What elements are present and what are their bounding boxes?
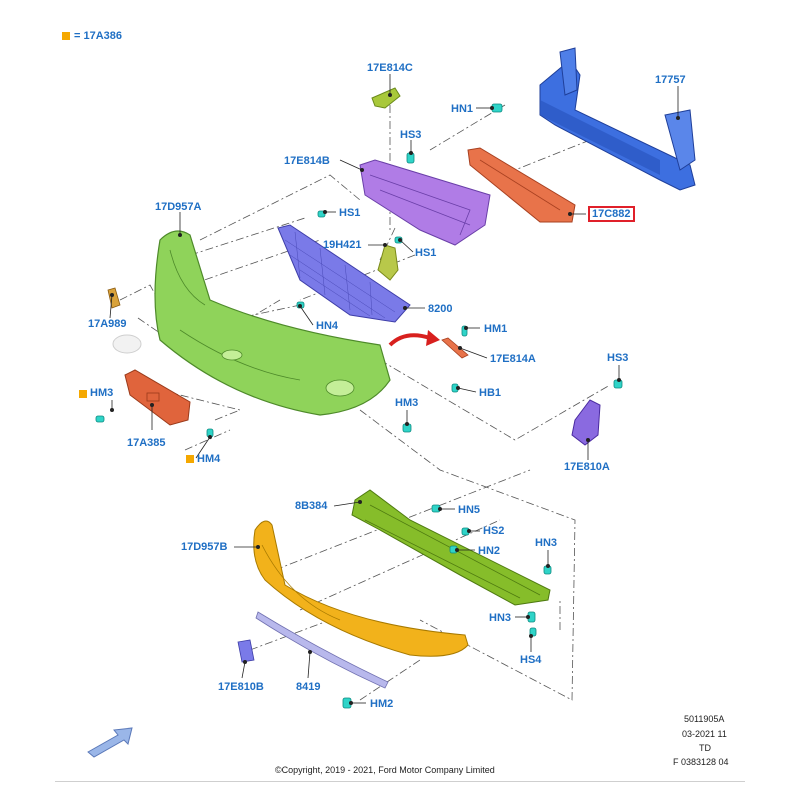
callout-17757[interactable]: 17757 bbox=[655, 74, 686, 86]
doc-meta-line3: TD bbox=[699, 743, 711, 753]
trim-strip-8419 bbox=[255, 611, 389, 689]
callout-HM1[interactable]: HM1 bbox=[484, 323, 508, 335]
red-direction-arrow-icon bbox=[388, 330, 440, 347]
bracket-17A385 bbox=[124, 369, 191, 426]
callout-17C882-highlighted[interactable]: 17C882 bbox=[588, 206, 635, 222]
legend-text: = 17A386 bbox=[74, 30, 123, 42]
callout-HS3-top[interactable]: HS3 bbox=[400, 129, 422, 141]
callout-17E810B[interactable]: 17E810B bbox=[218, 681, 264, 693]
legend-marker bbox=[62, 32, 70, 40]
callout-17D957A[interactable]: 17D957A bbox=[155, 201, 202, 213]
callout-HS4[interactable]: HS4 bbox=[520, 654, 542, 666]
callout-HM4[interactable]: HM4 bbox=[197, 453, 221, 465]
callout-HN4[interactable]: HN4 bbox=[316, 320, 339, 332]
callout-HM4-marker bbox=[186, 455, 194, 463]
absorber-17C882 bbox=[467, 147, 576, 223]
doc-meta-line1: 5011905A bbox=[684, 714, 725, 724]
callout-HM2[interactable]: HM2 bbox=[370, 698, 394, 710]
doc-meta-line4: F 0383128 04 bbox=[673, 757, 729, 767]
bracket-17E810B bbox=[237, 639, 255, 663]
callout-17E814C[interactable]: 17E814C bbox=[367, 62, 413, 74]
callout-17A385[interactable]: 17A385 bbox=[127, 437, 166, 449]
callout-17A989[interactable]: 17A989 bbox=[88, 318, 127, 330]
callout-HM3-mid[interactable]: HM3 bbox=[395, 397, 419, 409]
callout-HN1[interactable]: HN1 bbox=[451, 103, 474, 115]
bracket-19H421 bbox=[377, 244, 399, 281]
radiator-grille-8200 bbox=[277, 224, 411, 323]
grille-bracket-17E814B bbox=[359, 159, 491, 246]
bracket-17E814C bbox=[371, 87, 401, 109]
doc-meta-line2: 03-2021 11 bbox=[682, 729, 727, 739]
front-direction-arrow-icon bbox=[87, 727, 133, 758]
callout-HB1[interactable]: HB1 bbox=[479, 387, 502, 399]
lower-valance-17D957B bbox=[253, 520, 469, 657]
callout-17E810A[interactable]: 17E810A bbox=[564, 461, 610, 473]
footer-divider bbox=[55, 781, 745, 782]
callout-HM3-left[interactable]: HM3 bbox=[90, 387, 114, 399]
lamp-lens bbox=[112, 334, 142, 354]
callout-HS2[interactable]: HS2 bbox=[483, 525, 505, 537]
callout-HN3-mid[interactable]: HN3 bbox=[489, 612, 512, 624]
callout-HS1-a[interactable]: HS1 bbox=[339, 207, 361, 219]
callout-HS1-b[interactable]: HS1 bbox=[415, 247, 437, 259]
bumper-reinforcement-17757 bbox=[539, 47, 696, 191]
callout-HN5[interactable]: HN5 bbox=[458, 504, 481, 516]
leader-dots bbox=[110, 93, 680, 705]
callout-HS3-right[interactable]: HS3 bbox=[607, 352, 629, 364]
leader-lines bbox=[109, 74, 679, 704]
copyright-notice: ©Copyright, 2019 - 2021, Ford Motor Comp… bbox=[275, 765, 495, 775]
bracket-17E810A bbox=[571, 399, 601, 446]
callout-17D957B[interactable]: 17D957B bbox=[181, 541, 228, 553]
callout-8200[interactable]: 8200 bbox=[428, 303, 453, 315]
callout-8419[interactable]: 8419 bbox=[296, 681, 321, 693]
callout-HN2-mid[interactable]: HN2 bbox=[478, 545, 501, 557]
part-17A989 bbox=[107, 287, 121, 309]
callout-17E814B[interactable]: 17E814B bbox=[284, 155, 330, 167]
callout-8B384[interactable]: 8B384 bbox=[295, 500, 328, 512]
callout-HN3-right[interactable]: HN3 bbox=[535, 537, 558, 549]
callout-19H421[interactable]: 19H421 bbox=[323, 239, 362, 251]
callout-HM3-left-marker bbox=[79, 390, 87, 398]
bracket-17E814A bbox=[441, 337, 469, 359]
bumper-cover-17D957A bbox=[154, 230, 391, 416]
callout-17E814A[interactable]: 17E814A bbox=[490, 353, 536, 365]
